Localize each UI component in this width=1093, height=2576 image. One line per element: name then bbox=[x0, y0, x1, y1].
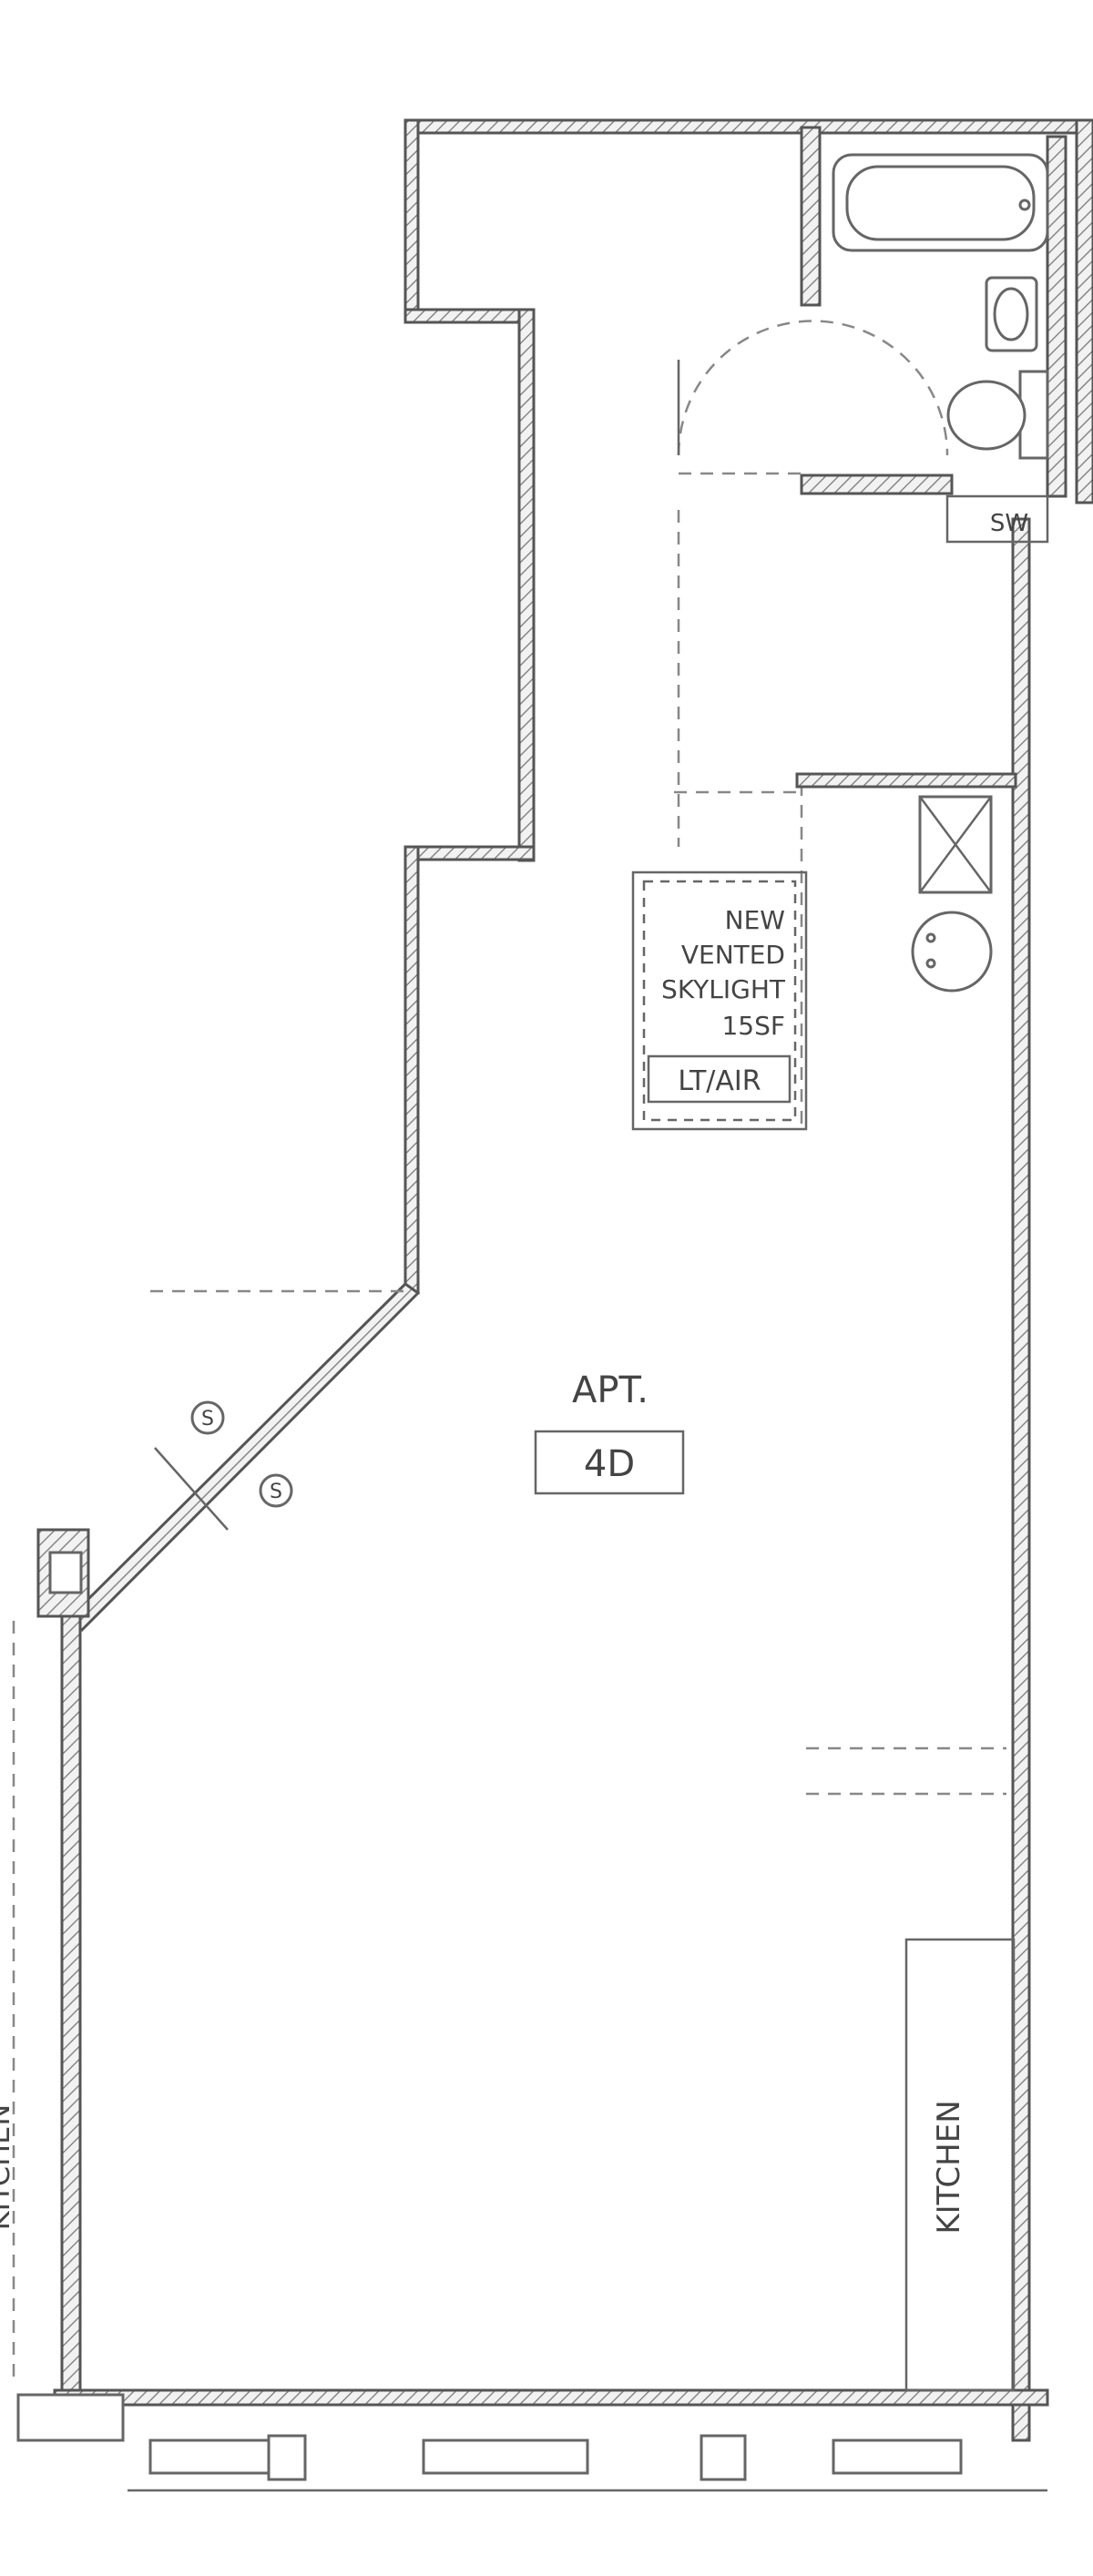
round-fixture bbox=[911, 911, 993, 993]
section-marker-2-label: S bbox=[270, 1481, 282, 1503]
skylight-line3: SKYLIGHT bbox=[661, 974, 786, 1004]
column-inner bbox=[48, 1551, 83, 1594]
top-left-wall bbox=[403, 118, 420, 313]
unit-box bbox=[534, 1430, 685, 1495]
skylight-outline bbox=[631, 871, 808, 1131]
sw-label: SW bbox=[990, 510, 1028, 537]
corridor-wall-upper bbox=[517, 308, 536, 862]
section-cut-line bbox=[154, 1447, 229, 1531]
skylight-line1: NEW bbox=[725, 905, 785, 935]
round-fixture-dot1 bbox=[925, 932, 936, 943]
pier-2 bbox=[267, 2434, 307, 2481]
right-upper-wall bbox=[1075, 118, 1093, 504]
bath-left-wall bbox=[800, 126, 822, 307]
round-fixture-dot2 bbox=[925, 958, 936, 969]
bath-bottom-wall bbox=[800, 473, 954, 495]
kitchen-counter bbox=[904, 1938, 1016, 2392]
corridor-ledge-lower bbox=[408, 845, 536, 861]
kitchen-label: KITCHEN bbox=[931, 2100, 967, 2234]
window-2 bbox=[422, 2439, 589, 2475]
diagonal-wall bbox=[66, 1282, 421, 1633]
pier-1 bbox=[16, 2393, 125, 2442]
bottom-wall bbox=[53, 2388, 1049, 2407]
section-marker-1-label: S bbox=[201, 1408, 214, 1431]
unit-label: 4D bbox=[584, 1443, 635, 1485]
toilet-bowl bbox=[946, 380, 1027, 451]
left-wall-mid bbox=[403, 845, 420, 1295]
window-3 bbox=[832, 2439, 963, 2475]
bathroom bbox=[677, 126, 1067, 498]
sw-box: SW bbox=[945, 494, 1049, 544]
bathtub-drain bbox=[1018, 199, 1031, 211]
walls bbox=[36, 118, 1093, 2442]
sink-basin bbox=[993, 287, 1029, 341]
bathtub-inner bbox=[845, 165, 1036, 241]
kitchen: KITCHEN bbox=[904, 1938, 1016, 2392]
right-wall bbox=[1011, 517, 1031, 2442]
lt-air-label: LT/AIR bbox=[678, 1065, 761, 1097]
bath-right-partition bbox=[1046, 135, 1067, 498]
kitchen-left-label: KITCHEN bbox=[0, 2104, 16, 2231]
apartment-label: APT. 4D bbox=[534, 1369, 685, 1495]
window-1 bbox=[148, 2439, 275, 2475]
left-wall-lower bbox=[60, 1614, 82, 2397]
pier-3 bbox=[700, 2434, 747, 2481]
shaft-area bbox=[674, 510, 1017, 1129]
lt-air-box bbox=[647, 1054, 792, 1104]
skylight-box: NEW VENTED SKYLIGHT 15SF LT/AIR bbox=[631, 871, 808, 1131]
skylight-line2: VENTED bbox=[681, 940, 785, 970]
skylight-inner bbox=[642, 880, 797, 1122]
section-markers: S S bbox=[154, 1400, 293, 1531]
dimension-lines bbox=[12, 1289, 1006, 2386]
door-swing-arc bbox=[677, 320, 949, 456]
duct-x2 bbox=[918, 796, 993, 893]
kitchen-fixtures-upper bbox=[911, 795, 993, 993]
kitchen-left: KITCHEN bbox=[0, 2104, 16, 2231]
section-marker-2 bbox=[259, 1473, 293, 1508]
sw-box-outline bbox=[945, 494, 1049, 544]
bottom-windows bbox=[16, 2393, 1047, 2492]
apt-label: APT. bbox=[572, 1369, 649, 1411]
corridor-upper-ledge bbox=[403, 308, 535, 324]
section-marker-1 bbox=[190, 1400, 225, 1435]
shaft-ledge bbox=[795, 772, 1017, 789]
skylight-line4: 15SF bbox=[721, 1011, 785, 1041]
top-wall bbox=[403, 118, 1093, 135]
